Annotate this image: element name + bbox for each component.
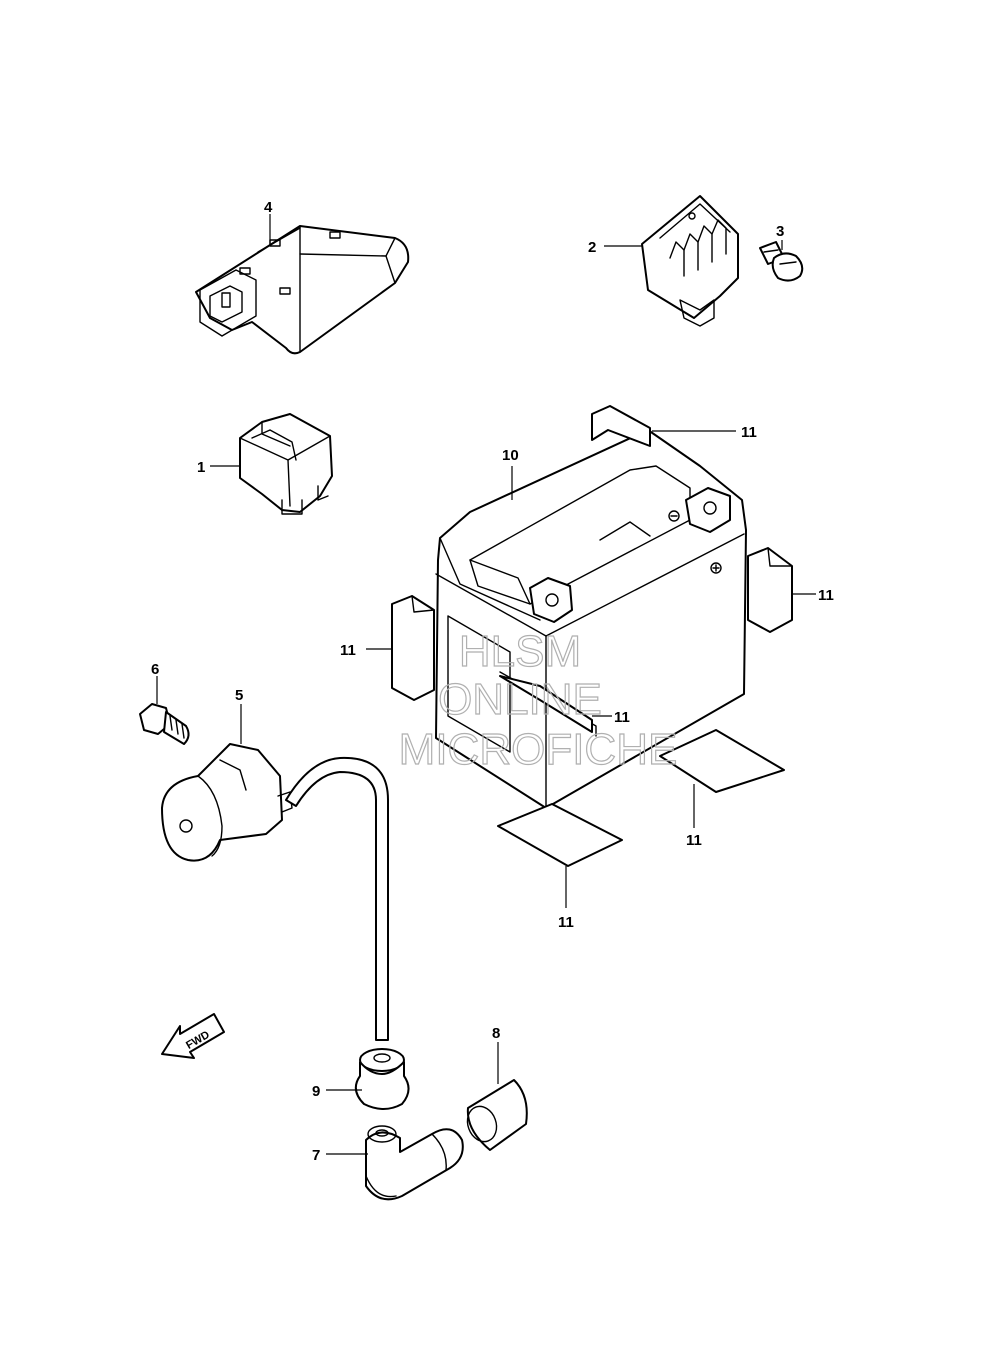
- part-5-sensor[interactable]: [161, 743, 293, 862]
- watermark: HLSM ONLINE MICROFICHE: [398, 626, 678, 774]
- part-11-pad-front[interactable]: [499, 675, 593, 733]
- part-2-regulator[interactable]: [641, 195, 739, 327]
- watermark-line-3: MICROFICHE: [399, 725, 678, 774]
- part-11-pad-top[interactable]: [591, 405, 651, 447]
- part-3-bolt[interactable]: [759, 241, 804, 282]
- part-7-elbow[interactable]: [365, 1125, 464, 1201]
- callout-4[interactable]: 4: [264, 199, 273, 216]
- part-10-battery[interactable]: [435, 429, 747, 809]
- part-11-pad-right[interactable]: [747, 547, 793, 633]
- part-1-relay[interactable]: [239, 413, 333, 515]
- callout-6[interactable]: 6: [151, 661, 159, 678]
- fwd-arrow-icon: FWD: [161, 1013, 225, 1059]
- callout-5[interactable]: 5: [235, 687, 243, 704]
- part-8-cap[interactable]: [463, 1079, 528, 1151]
- part-11-sheet-right[interactable]: [659, 729, 785, 793]
- callout-8[interactable]: 8: [492, 1025, 500, 1042]
- callout-11-e[interactable]: 11: [686, 832, 702, 849]
- callout-3[interactable]: 3: [776, 223, 784, 240]
- part-6-bolt[interactable]: [139, 703, 190, 745]
- part-4-connector[interactable]: [195, 225, 410, 355]
- watermark-line-1: HLSM: [459, 627, 581, 676]
- part-11-pad-left[interactable]: [391, 595, 435, 701]
- callout-11-a[interactable]: 11: [741, 424, 757, 441]
- watermark-line-2: ONLINE: [438, 675, 602, 724]
- callout-7[interactable]: 7: [312, 1147, 320, 1164]
- part-5-cable: [285, 756, 389, 1041]
- callout-11-f[interactable]: 11: [558, 914, 574, 931]
- callout-1[interactable]: 1: [197, 459, 205, 476]
- callout-2[interactable]: 2: [588, 239, 596, 256]
- part-11-sheet-bottom[interactable]: [497, 803, 623, 867]
- callout-10[interactable]: 10: [502, 447, 519, 464]
- callout-11-c[interactable]: 11: [340, 642, 356, 659]
- part-9-grommet[interactable]: [354, 1048, 410, 1110]
- callout-11-b[interactable]: 11: [818, 587, 834, 604]
- callout-9[interactable]: 9: [312, 1083, 320, 1100]
- callout-11-d[interactable]: 11: [614, 709, 630, 726]
